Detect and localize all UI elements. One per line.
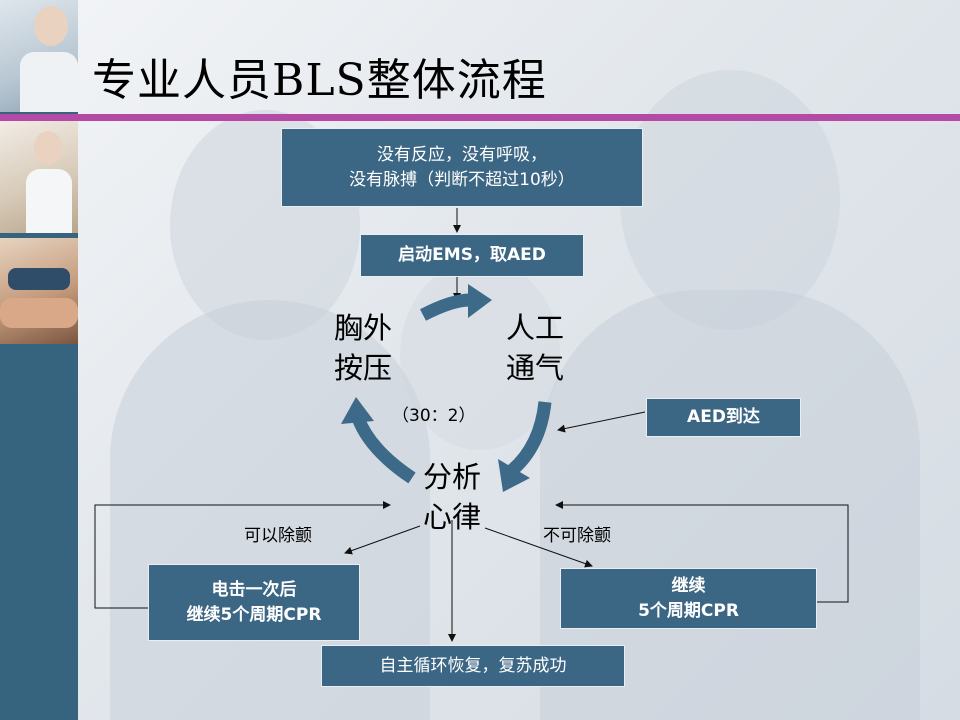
arrow-to-shock xyxy=(344,525,421,555)
cycle-arrow-top xyxy=(420,293,471,321)
aed-arrives-box: AED到达 xyxy=(646,398,801,437)
doctor-photo xyxy=(0,0,78,112)
loop-continue-back xyxy=(555,501,849,603)
background-figure xyxy=(620,70,840,330)
page-title: 专业人员BLS整体流程 xyxy=(92,55,547,106)
cycle-arrow-right xyxy=(505,401,552,478)
blood-pressure-photo xyxy=(0,238,78,344)
ventilation-label: 人工 通气 xyxy=(506,311,565,385)
ratio-label: （30：2） xyxy=(392,406,476,426)
analyze-rhythm-label: 分析 心律 xyxy=(423,460,482,534)
activate-ems-box: 启动EMS，取AED xyxy=(360,234,584,277)
arrow-aed-to-analyze xyxy=(557,411,646,433)
nurse-photo xyxy=(0,121,78,233)
chest-compressions-label: 胸外 按压 xyxy=(334,311,393,385)
assess-box: 没有反应，没有呼吸， 没有脉搏（判断不超过10秒） xyxy=(281,128,643,207)
title-divider xyxy=(0,114,960,121)
background-figure xyxy=(400,260,560,450)
shock-box: 电击一次后 继续5个周期CPR xyxy=(148,564,360,641)
continue-cpr-box: 继续 5个周期CPR xyxy=(560,568,817,629)
rosc-box: 自主循环恢复，复苏成功 xyxy=(321,645,625,687)
cycle-arrow-left xyxy=(351,415,416,484)
non-shockable-label: 不可除颤 xyxy=(543,526,611,546)
loop-shock-back xyxy=(94,501,391,609)
arrow-to-continue xyxy=(484,527,593,568)
shockable-label: 可以除颤 xyxy=(244,526,312,546)
